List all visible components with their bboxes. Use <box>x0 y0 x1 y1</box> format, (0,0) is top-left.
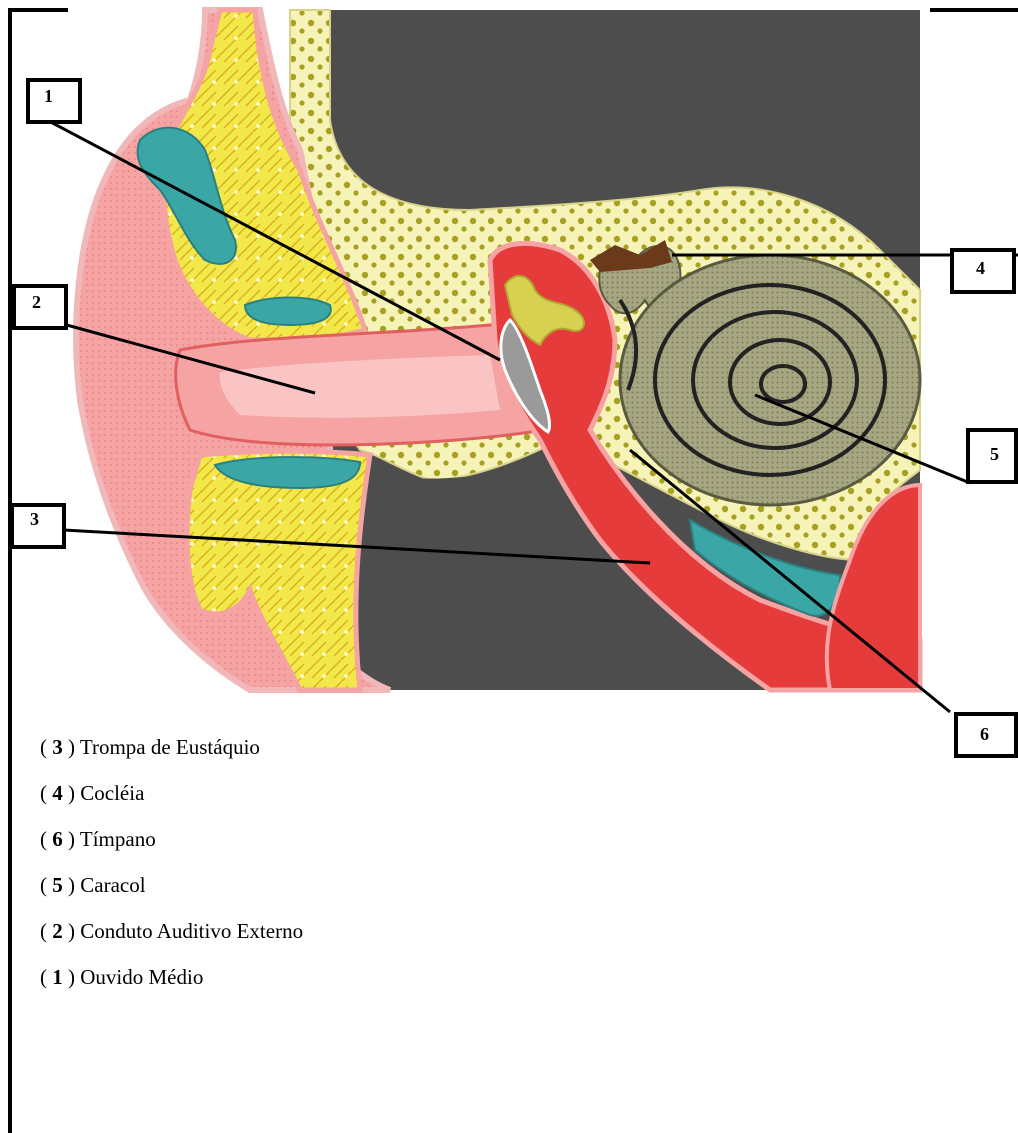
teal-region-2 <box>245 298 331 326</box>
answer-number: 6 <box>52 827 63 851</box>
ear-anatomy-diagram <box>0 0 1018 740</box>
label-box-5: 5 <box>966 428 1018 484</box>
answer-number: 3 <box>52 735 63 759</box>
answer-item: ( 5 ) Caracol <box>40 870 640 916</box>
answer-item: ( 4 ) Cocléia <box>40 778 640 824</box>
label-box-6: 6 <box>954 712 1018 758</box>
label-number-2: 2 <box>32 292 41 313</box>
answer-item: ( 3 ) Trompa de Eustáquio <box>40 732 640 778</box>
label-box-4: 4 <box>950 248 1016 294</box>
label-box-1: 1 <box>26 78 82 124</box>
answer-list: ( 3 ) Trompa de Eustáquio ( 4 ) Cocléia … <box>40 732 640 1008</box>
answer-term: Cocléia <box>80 781 144 805</box>
answer-term: Ouvido Médio <box>80 965 203 989</box>
answer-term: Tímpano <box>80 827 156 851</box>
label-box-3: 3 <box>10 503 66 549</box>
label-number-3: 3 <box>30 509 39 530</box>
label-number-5: 5 <box>990 444 999 465</box>
answer-term: Conduto Auditivo Externo <box>80 919 303 943</box>
answer-term: Trompa de Eustáquio <box>80 735 260 759</box>
answer-term: Caracol <box>80 873 145 897</box>
label-number-6: 6 <box>980 724 989 745</box>
answer-number: 1 <box>52 965 63 989</box>
cochlea-spiral <box>620 255 920 505</box>
answer-number: 2 <box>52 919 63 943</box>
answer-item: ( 6 ) Tímpano <box>40 824 640 870</box>
answer-number: 4 <box>52 781 63 805</box>
label-number-4: 4 <box>976 258 985 279</box>
label-box-2: 2 <box>12 284 68 330</box>
answer-item: ( 2 ) Conduto Auditivo Externo <box>40 916 640 962</box>
answer-item: ( 1 ) Ouvido Médio <box>40 962 640 1008</box>
answer-number: 5 <box>52 873 63 897</box>
label-number-1: 1 <box>44 86 53 107</box>
